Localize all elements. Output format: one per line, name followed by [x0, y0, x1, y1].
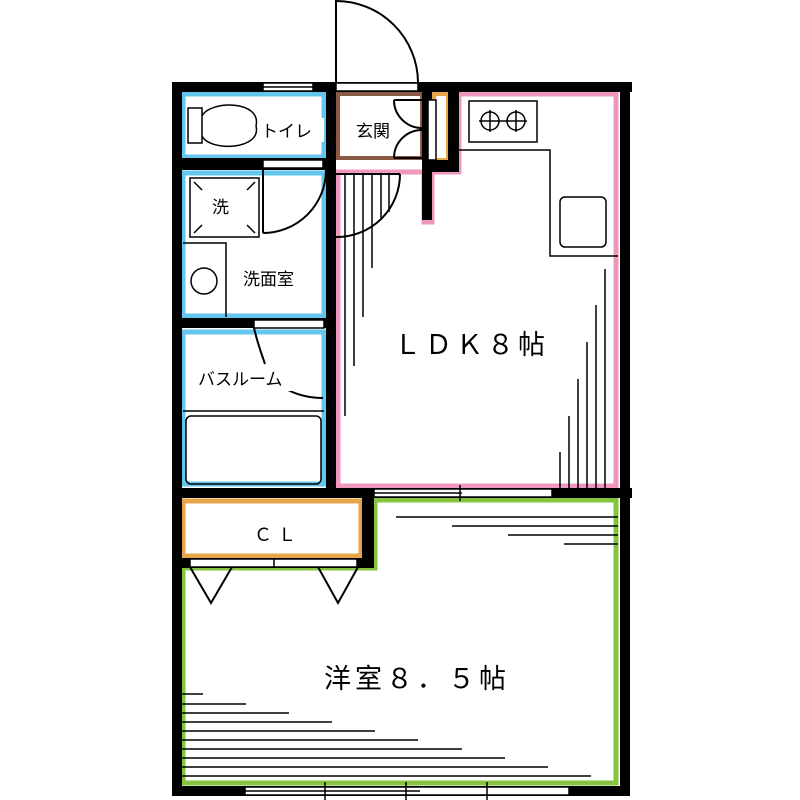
- doors: [189, 0, 423, 606]
- ldk-flooring-lines: [344, 174, 606, 488]
- bathtub-icon: [183, 410, 324, 485]
- toilet-icon: [187, 104, 257, 148]
- western-room-outline: [180, 497, 619, 786]
- washroom-door[interactable]: [262, 168, 327, 234]
- wash-basin-icon: [183, 242, 227, 317]
- closet-doors[interactable]: [189, 566, 359, 606]
- washroom-outline: [180, 170, 327, 319]
- bathroom-door[interactable]: [253, 327, 324, 399]
- closet-outline: [180, 498, 364, 559]
- ldk-label: ＬＤＫ８帖: [394, 330, 549, 361]
- bathroom-outline: [180, 329, 327, 487]
- kitchen-sink-icon: [559, 196, 607, 248]
- washing-machine-pan-icon: [189, 177, 260, 238]
- bathroom-label: バスルーム: [198, 370, 283, 390]
- closet-label: ＣＬ: [254, 525, 302, 546]
- entrance-inner-door[interactable]: [393, 99, 423, 159]
- entrance-label: 玄関: [356, 122, 390, 142]
- ldk-outline: [335, 91, 619, 489]
- windows: [189, 82, 570, 800]
- western-room-label: 洋室８．５帖: [324, 664, 510, 695]
- washer-label: 洗: [212, 198, 229, 218]
- entrance-door[interactable]: [335, 0, 419, 83]
- toilet-label: トイレ: [261, 122, 312, 142]
- two-burner-stove-icon: [468, 100, 538, 143]
- washroom-label: 洗面室: [243, 270, 294, 290]
- western-room-flooring-lines: [182, 516, 618, 777]
- kitchen-counter: [459, 149, 618, 257]
